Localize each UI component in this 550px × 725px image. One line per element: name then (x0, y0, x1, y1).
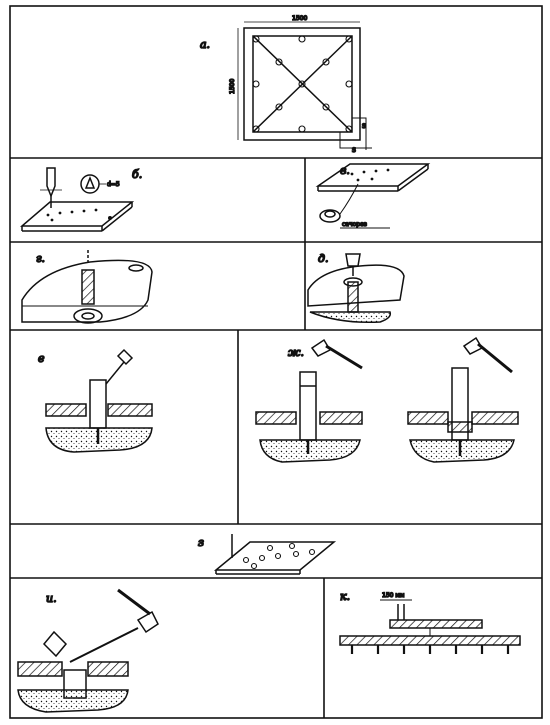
panel-a-label: а. (200, 38, 210, 51)
panel-a: а. 1500 1500 S S (199, 14, 372, 155)
hammer-head-3 (136, 610, 159, 634)
panel-g-label: г. (36, 252, 45, 265)
panel-b: б. d=5 (19, 167, 143, 232)
panel-d: д. (307, 251, 405, 324)
panel-zh-label: ж. (288, 346, 304, 359)
hole-markers (252, 35, 353, 133)
panel-z: з (197, 534, 337, 575)
panel-b-label: б. (132, 168, 142, 181)
panel-g: г. (21, 250, 153, 324)
dimension-note: 150 мм (382, 592, 404, 599)
panel-v: в. сачорез (315, 163, 431, 229)
panel-k: к. 150 мм (339, 589, 521, 654)
dim-s1: S (362, 123, 366, 130)
panel-i-label: и. (46, 592, 57, 605)
panel-i: и. (17, 588, 159, 713)
panel-e: е (37, 348, 153, 453)
dim-s2: S (352, 147, 356, 154)
cut-block (42, 630, 68, 658)
punch-note: d=5 (107, 181, 120, 188)
panel-d-label: д. (318, 252, 328, 265)
syringe (105, 361, 125, 385)
punch-tool (46, 167, 56, 199)
countersink-note: сачорез (342, 221, 367, 228)
anchor-sleeve (89, 379, 107, 429)
panel-v-label: в. (340, 164, 350, 177)
panel-k-label: к. (340, 590, 350, 603)
panel-grid (9, 5, 543, 719)
panel-zh: ж. (255, 336, 519, 463)
dim-top: 1500 (292, 15, 307, 22)
dim-side: 1500 (229, 79, 236, 94)
panel-z-label: з (198, 536, 204, 549)
panel-e-label: е (38, 352, 45, 365)
driver-tool (345, 253, 361, 267)
